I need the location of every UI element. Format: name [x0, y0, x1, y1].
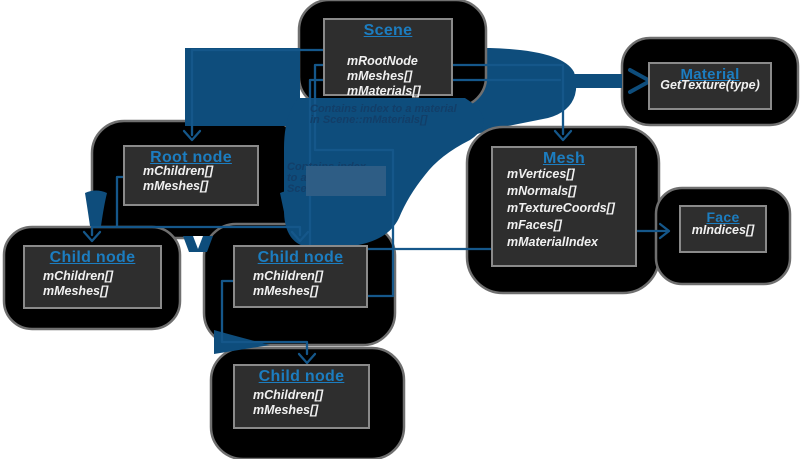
node-field: mMeshes[] — [143, 178, 209, 193]
arrowhead-mesh — [553, 129, 573, 142]
node-field: mRootNode — [347, 54, 418, 68]
node-field: mChildren[] — [143, 164, 214, 178]
swoosh-root-left-wedge — [85, 190, 107, 226]
node-field: mTextureCoords[] — [507, 201, 615, 215]
node-field: mChildren[] — [253, 269, 324, 283]
arrow-scene-mesh — [451, 63, 565, 136]
node-field: mNormals[] — [507, 184, 577, 198]
node-field: mMaterials[] — [347, 84, 421, 98]
annotation-line: Contains index to a material — [310, 103, 457, 115]
node-field: mIndices[] — [691, 223, 755, 237]
swoosh-center-notch — [193, 236, 203, 249]
node-title: Mesh — [542, 150, 586, 167]
arrow-scene-rootnode — [190, 48, 325, 137]
node-field: GetTexture(type) — [660, 78, 760, 92]
annotation-overlay-patch — [306, 166, 386, 196]
node-field: mChildren[] — [43, 269, 114, 283]
arrowhead-child-left — [82, 230, 102, 243]
node-field: mMeshes[] — [253, 403, 319, 417]
swoosh-root-right-wedge — [280, 190, 304, 226]
node-title: Child node — [258, 368, 345, 385]
child1-box: Child node mChildren[]mMeshes[] — [23, 245, 162, 309]
node-title: Face — [706, 209, 740, 225]
material-arrow-bar — [558, 74, 622, 88]
arrow-childmeshes-scene — [313, 63, 395, 298]
swoosh-scene-left — [185, 48, 300, 126]
node-field: mMeshes[] — [43, 284, 109, 298]
node-field: mMeshes[] — [253, 284, 319, 298]
arrowhead-child-bottom — [297, 352, 317, 365]
node-title: Scene — [363, 22, 413, 39]
node-field: mFaces[] — [507, 218, 562, 232]
node-field: mVertices[] — [507, 167, 575, 181]
annotation-material-index: Contains index to a material in Scene::m… — [310, 104, 457, 126]
node-field: mChildren[] — [253, 388, 324, 402]
node-field: mMeshes[] — [347, 69, 413, 83]
arrow-root-children — [90, 175, 302, 237]
arrow-child-child — [220, 279, 309, 356]
node-title: Root node — [150, 149, 232, 166]
arrow-materialindex-scene — [308, 78, 493, 251]
annotation-line: in Scene::mMaterials[] — [310, 114, 428, 126]
child3-box: Child node mChildren[]mMeshes[] — [233, 364, 370, 429]
arrowhead-child-middle — [290, 230, 310, 243]
node-title: Material — [680, 66, 740, 83]
arrowhead-face — [658, 222, 671, 240]
node-field: mMaterialIndex — [507, 235, 599, 249]
child2-box: Child node mChildren[]mMeshes[] — [233, 245, 368, 308]
node-title: Child node — [49, 249, 136, 266]
arrowhead-root-node — [182, 129, 202, 142]
swoosh-scene-right — [460, 48, 577, 140]
node-title: Child node — [257, 249, 344, 266]
